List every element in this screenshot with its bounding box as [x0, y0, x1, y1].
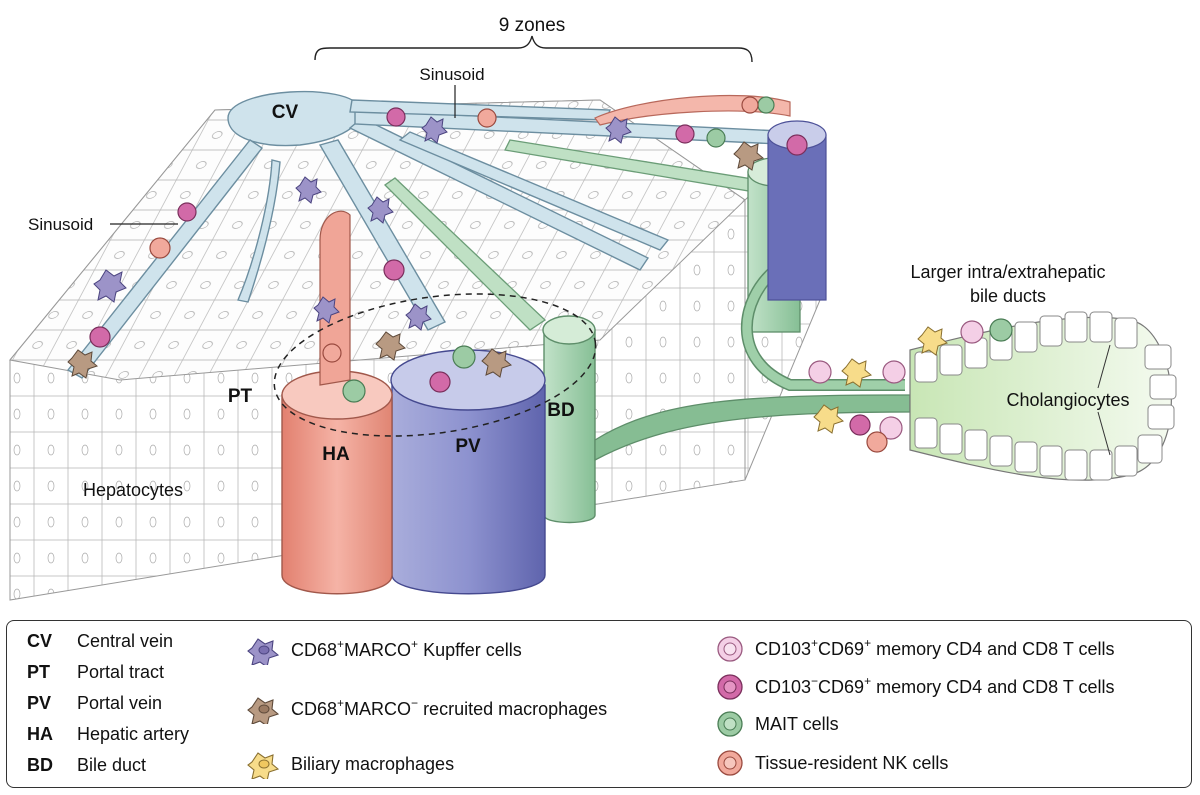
legend-cd103pos: CD103+CD69+ memory CD4 and CD8 T cells	[715, 634, 1115, 664]
legend-abbr-code: BD	[27, 754, 53, 775]
large-bile-duct	[909, 311, 1177, 481]
nk-cell-icon	[717, 750, 743, 776]
biliary-macrophage-icon	[247, 752, 280, 779]
cd103-pos-t-cell-icon	[808, 320, 984, 440]
mait-cell-icon	[342, 96, 1013, 403]
legend-cd103neg-label: CD103−CD69+ memory CD4 and CD8 T cells	[755, 673, 1115, 697]
cd103-neg-t-cell-icon	[89, 107, 871, 436]
legend-mait: MAIT cells	[715, 709, 839, 739]
liver-lobule-diagram: 9 zones Sinusoid Sinusoid CV PT HA PV BD…	[9, 15, 1177, 601]
bd-label: BD	[547, 400, 574, 421]
legend-abbr-name: Bile duct	[77, 754, 147, 775]
legend-cd103pos-label: CD103+CD69+ memory CD4 and CD8 T cells	[755, 635, 1115, 659]
legend-mait-label: MAIT cells	[755, 713, 839, 734]
zones-title: 9 zones	[499, 15, 566, 36]
central-vein-network	[66, 90, 801, 379]
legend-abbr-pt: PT Portal tract	[27, 660, 164, 684]
legend-kupffer-label: CD68+MARCO+ Kupffer cells	[291, 636, 522, 660]
legend-biliary-label: Biliary macrophages	[291, 753, 455, 774]
legend-abbr-name: Portal vein	[77, 692, 163, 713]
recruited-macrophage-icon	[67, 141, 765, 379]
cd103-pos-t-cell-icon	[717, 636, 743, 662]
arteriole-branch	[594, 94, 791, 126]
nk-cell-icon	[149, 96, 888, 453]
cholangiocytes-label: Cholangiocytes	[1006, 390, 1129, 410]
immune-cells	[67, 96, 1013, 453]
legend-abbr-pv: PV Portal vein	[27, 691, 162, 715]
kupffer-cell-icon	[93, 116, 632, 331]
legend-abbr-name: Hepatic artery	[77, 723, 190, 744]
recruited-macrophage-icon	[247, 697, 280, 724]
portal-tract-outline	[273, 293, 597, 437]
sinusoid-left-label: Sinusoid	[28, 215, 93, 234]
cv-label: CV	[272, 102, 299, 123]
back-portal-vein	[767, 120, 827, 301]
sinusoid-top-label: Sinusoid	[419, 65, 484, 84]
legend: CV Central vein PT Portal tract PV Porta…	[6, 620, 1192, 788]
legend-abbr-code: PV	[27, 692, 52, 713]
mait-cell-icon	[717, 711, 743, 737]
biliary-macrophage-icon	[813, 326, 949, 434]
legend-cd103neg: CD103−CD69+ memory CD4 and CD8 T cells	[715, 672, 1115, 702]
legend-abbr-name: Central vein	[77, 630, 174, 651]
cd103-neg-t-cell-icon	[717, 674, 743, 700]
legend-nk: Tissue-resident NK cells	[715, 748, 948, 778]
legend-abbr-cv: CV Central vein	[27, 629, 173, 653]
legend-recruited-label: CD68+MARCO− recruited macrophages	[291, 695, 608, 719]
legend-abbr-code: CV	[27, 630, 53, 651]
legend-abbr-ha: HA Hepatic artery	[27, 722, 189, 746]
legend-recruited: CD68+MARCO− recruited macrophages	[247, 694, 607, 724]
legend-abbr-code: HA	[27, 723, 53, 744]
ha-label: HA	[322, 444, 350, 465]
legend-abbr-code: PT	[27, 661, 51, 682]
pv-label: PV	[455, 436, 481, 457]
legend-abbr-name: Portal tract	[77, 661, 165, 682]
pt-label: PT	[228, 386, 253, 407]
legend-biliary: Biliary macrophages	[247, 749, 454, 779]
legend-nk-label: Tissue-resident NK cells	[755, 752, 949, 773]
legend-abbr-bd: BD Bile duct	[27, 753, 146, 777]
bile-ducts-label-line2: bile ducts	[970, 286, 1046, 306]
kupffer-cell-icon	[247, 638, 280, 665]
bile-ducts-label-line1: Larger intra/extrahepatic	[910, 262, 1105, 282]
legend-kupffer: CD68+MARCO+ Kupffer cells	[247, 635, 522, 665]
hepatocytes-label: Hepatocytes	[83, 480, 183, 500]
zones-brace	[314, 35, 753, 63]
